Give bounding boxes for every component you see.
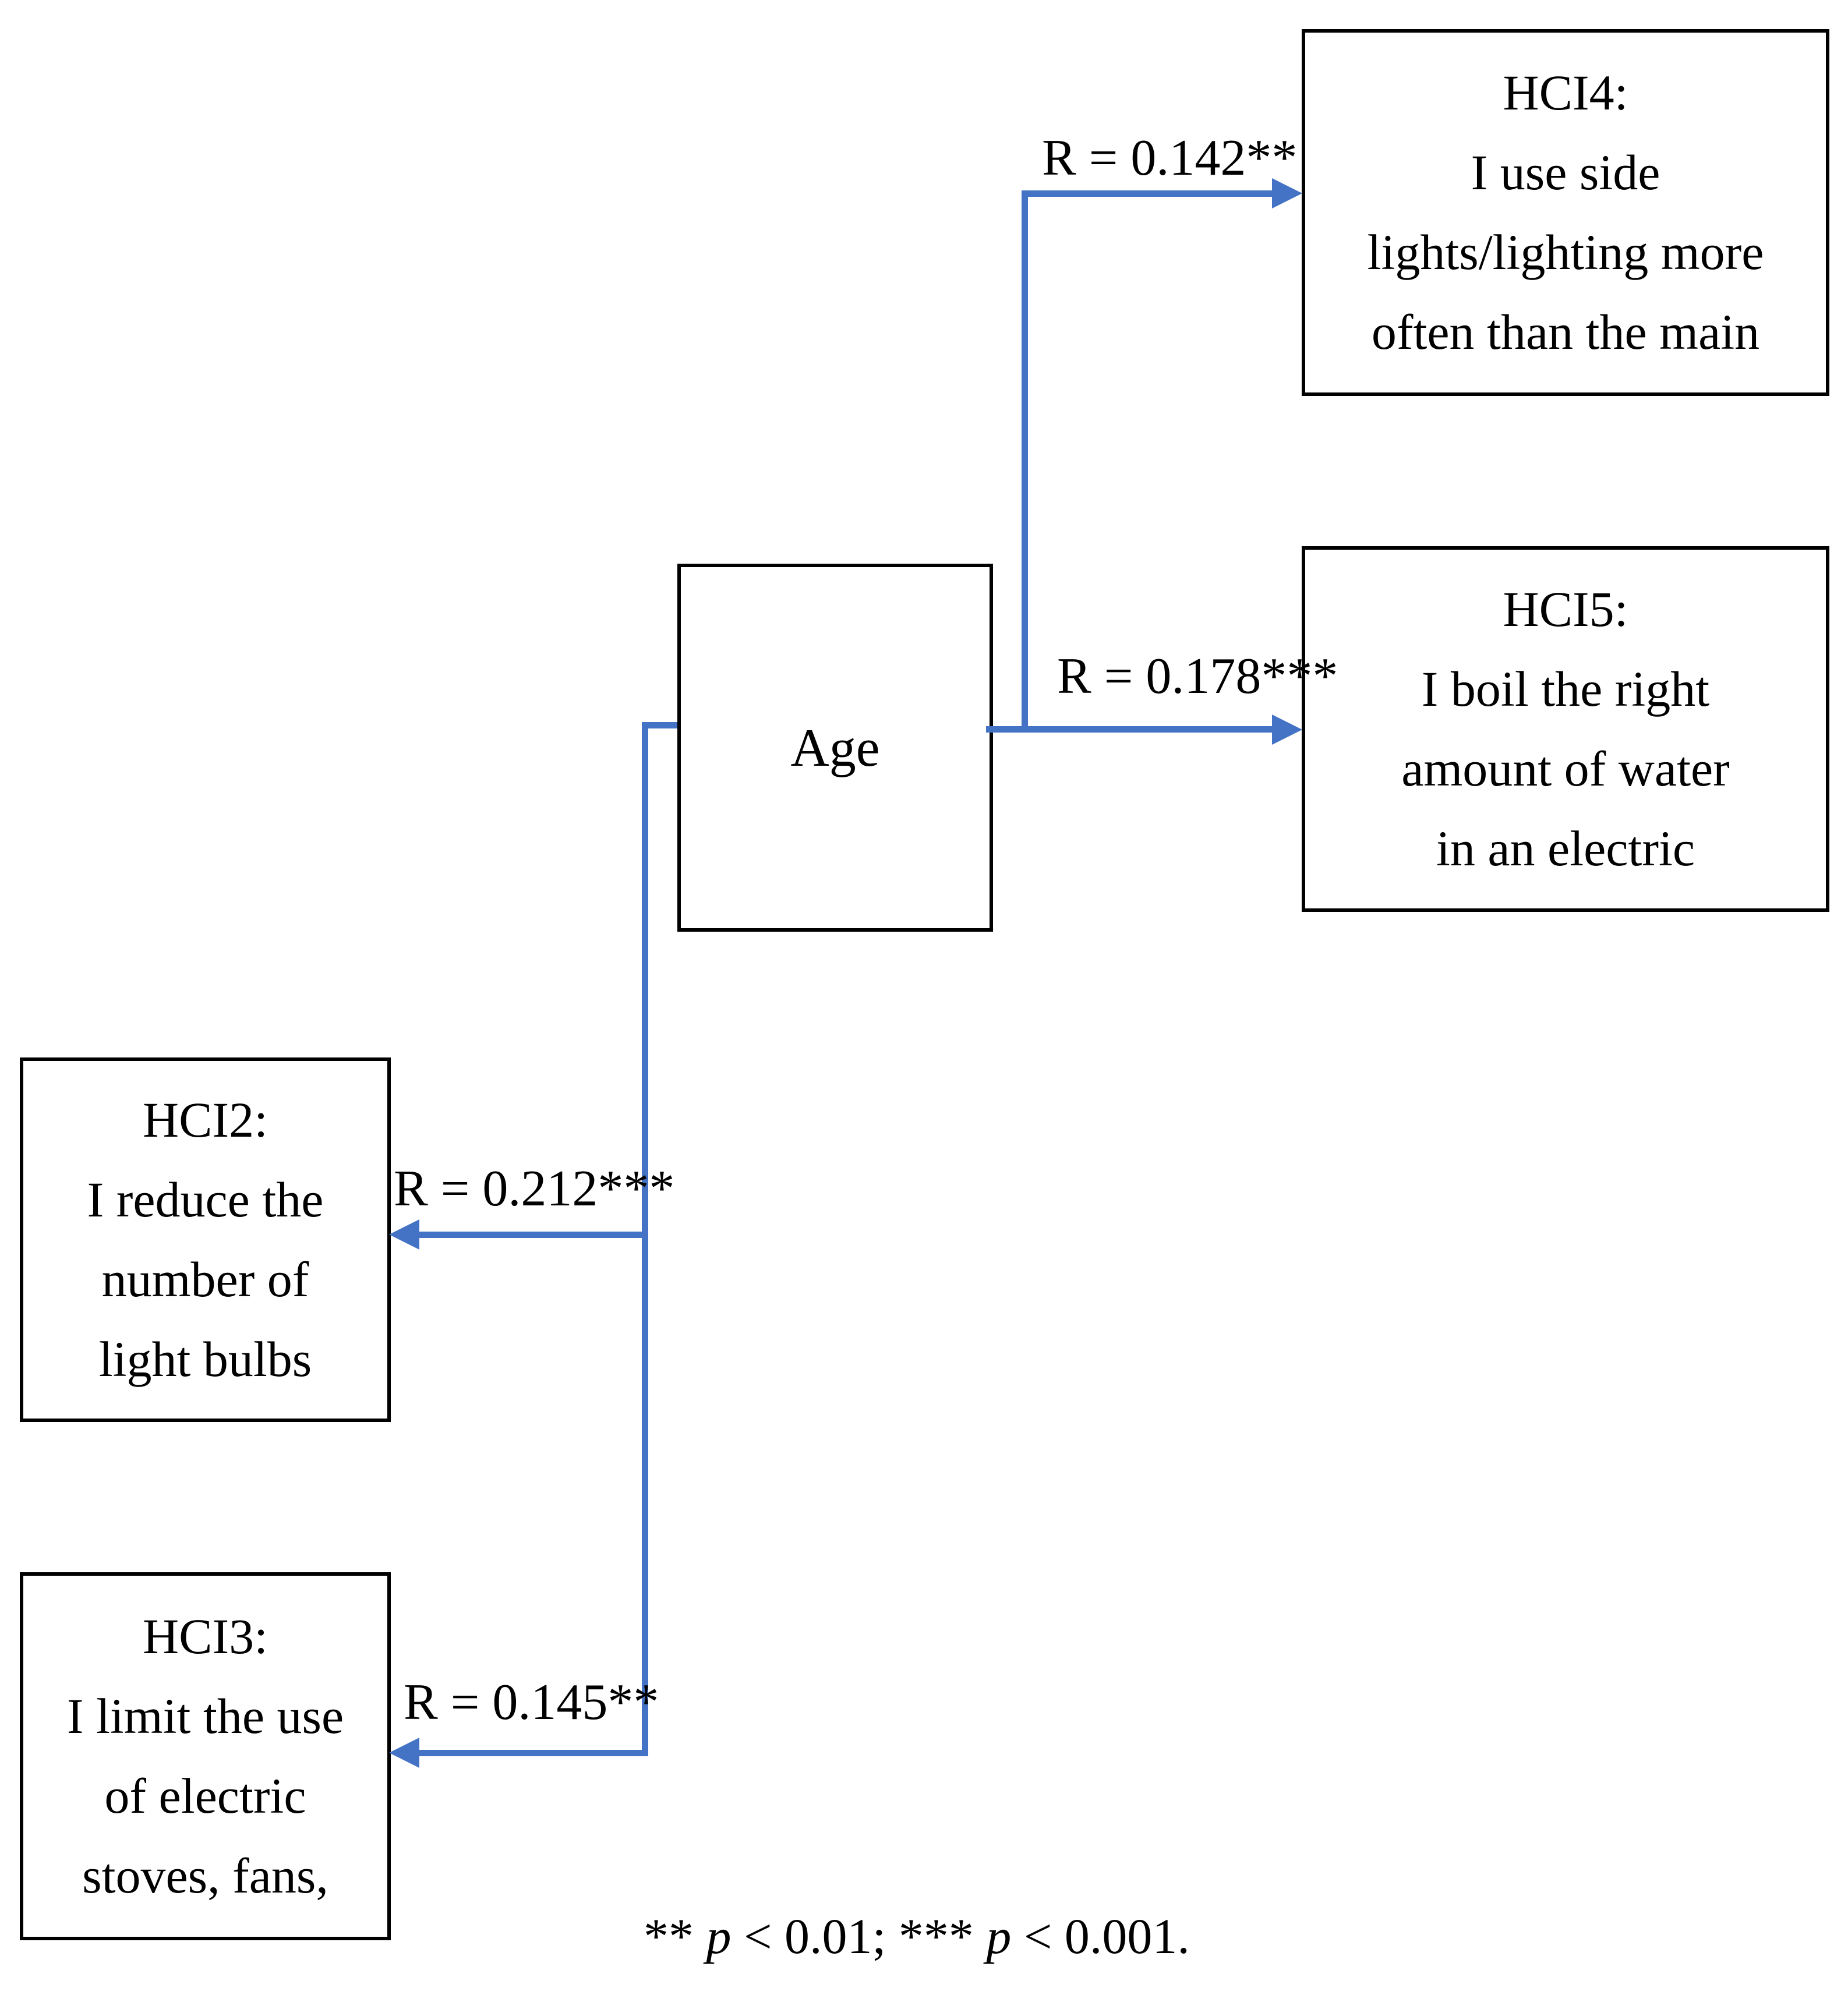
path-label-age-hci4: R = 0.142** [1042,130,1298,186]
arrow-age-to-hci5-arrowhead-icon [1272,714,1302,745]
arrow-age-to-hci4-vertical-segment [1022,190,1028,733]
node-hci5-line-4: in an electric [1436,820,1695,876]
footnote-p-italic: p [986,1908,1012,1964]
arrow-age-to-hci3-shaft [417,1750,648,1756]
node-hci2: HCI2: I reduce the number of light bulbs [20,1057,391,1422]
node-hci5-line-2: I boil the right [1421,661,1710,717]
node-hci5-line-1: HCI5: [1503,581,1628,637]
arrow-age-to-hci5-shaft [986,726,1274,733]
footnote-segment: < 0.001. [1011,1908,1190,1964]
node-hci4-line-3: lights/lighting more [1367,224,1764,280]
node-hci5: HCI5: I boil the right amount of water i… [1302,546,1829,912]
node-hci2-line-3: number of [101,1251,309,1307]
node-hci4-line-2: I use side [1471,144,1660,200]
node-hci2-line-2: I reduce the [87,1172,324,1228]
node-hci3: HCI3: I limit the use of electric stoves… [20,1572,391,1940]
path-label-age-hci5: R = 0.178*** [1057,648,1338,705]
path-label-age-hci2: R = 0.212*** [394,1161,675,1217]
footnote-segment: < 0.01; *** [731,1908,987,1964]
node-hci4-line-1: HCI4: [1503,65,1628,121]
node-hci2-line-4: light bulbs [98,1331,312,1387]
arrow-age-to-hci3-arrowhead-icon [389,1738,419,1768]
node-hci3-line-4: stoves, fans, [82,1848,328,1904]
node-hci4-line-4: often than the main [1371,304,1760,360]
significance-footnote: ** p < 0.01; *** p < 0.001. [644,1909,1190,1964]
footnote-segment: ** [644,1908,706,1964]
path-label-age-hci3: R = 0.145** [404,1674,659,1731]
node-hci5-line-3: amount of water [1401,741,1730,797]
arrow-age-to-hci4-arrowhead-icon [1272,178,1302,208]
footnote-p-italic: p [706,1908,732,1964]
node-age-label: Age [790,717,880,777]
node-hci3-line-3: of electric [104,1768,306,1824]
node-hci2-line-1: HCI2: [143,1092,268,1148]
arrow-age-to-hci2-shaft [417,1232,648,1238]
arrow-age-left-trunk-segment [642,722,648,1756]
arrow-age-to-hci2-arrowhead-icon [389,1219,419,1250]
arrow-age-to-hci4-shaft [1022,190,1274,197]
node-hci3-line-2: I limit the use [66,1688,344,1744]
node-age: Age [677,564,993,932]
node-hci3-line-1: HCI3: [143,1608,268,1664]
arrow-age-left-stub-segment [642,722,677,728]
node-hci4: HCI4: I use side lights/lighting more of… [1302,29,1829,396]
